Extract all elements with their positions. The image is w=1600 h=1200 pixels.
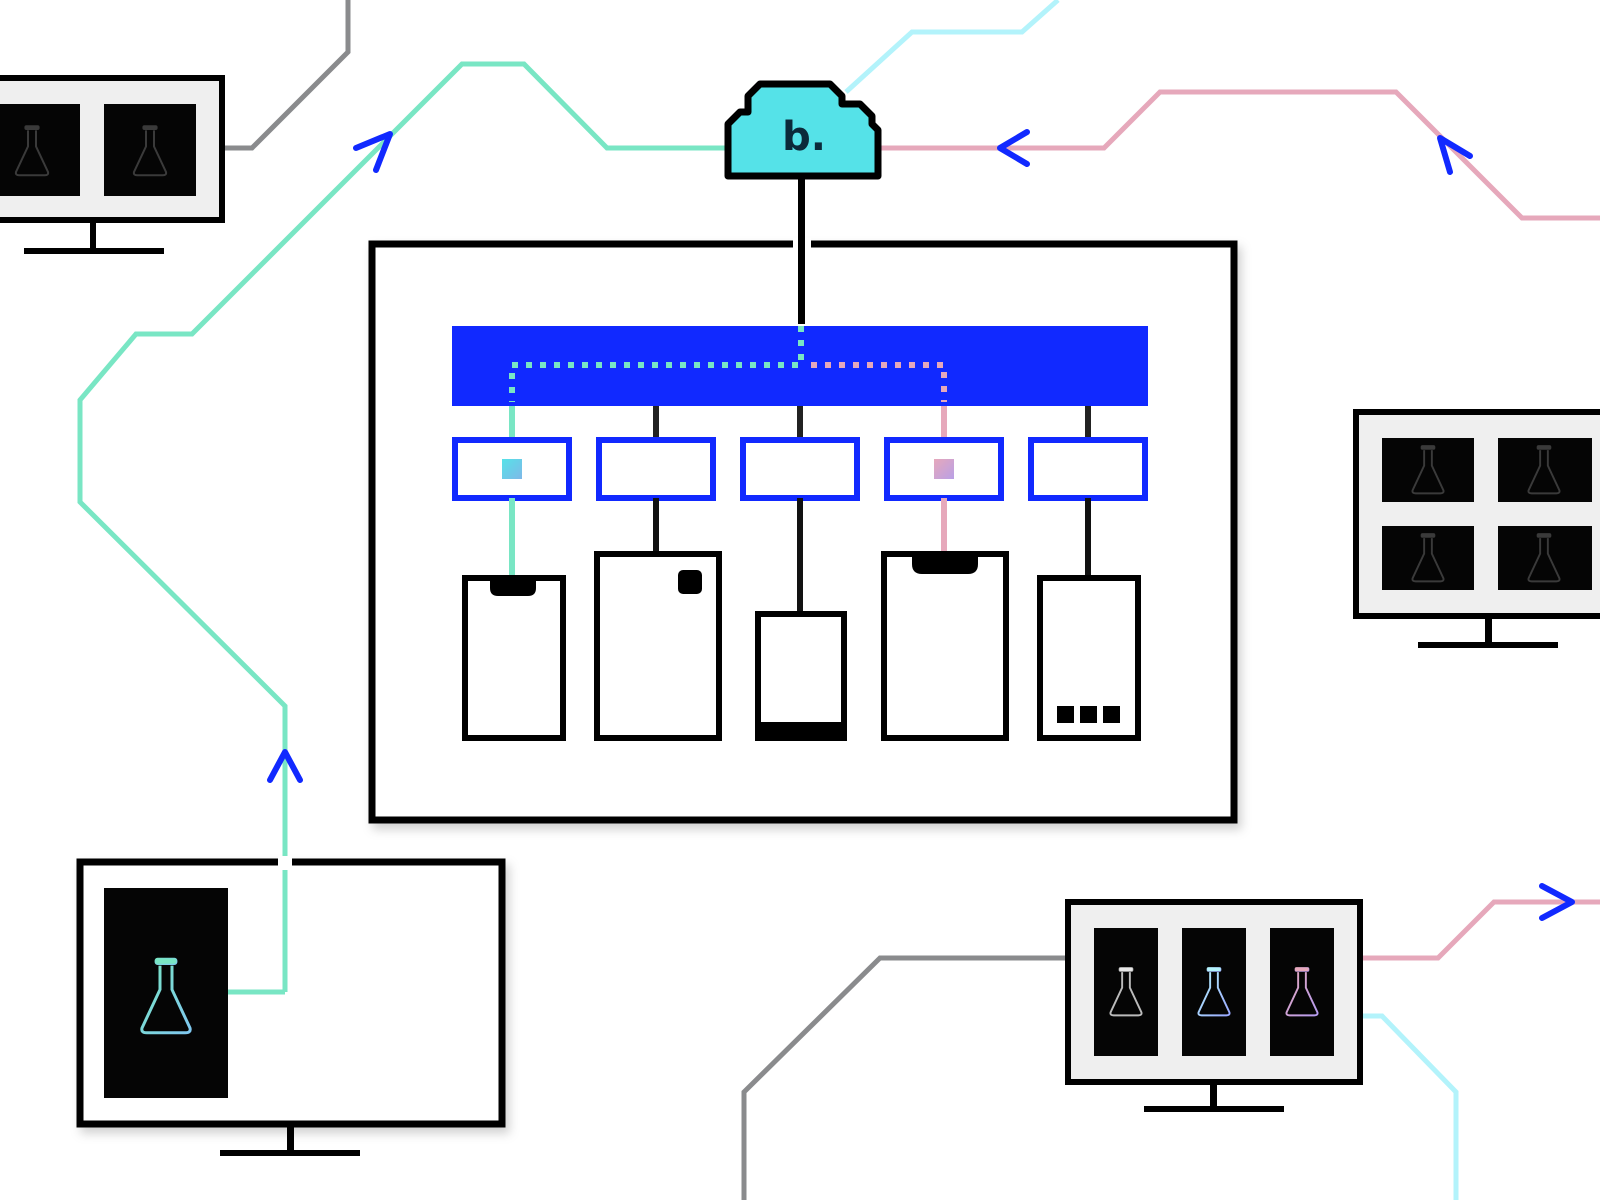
monitor-top-left [0, 75, 225, 254]
chevron-arrow-icon [267, 749, 303, 783]
dotted-route-teal [509, 326, 804, 402]
chevron-arrow-icon [997, 129, 1030, 167]
tablet-icon [594, 551, 722, 741]
monitor-right [1353, 409, 1600, 648]
device-with-dots-icon [1037, 575, 1141, 741]
cyan-link-cloud-top [844, 0, 1060, 94]
phone-icon [881, 551, 1009, 741]
hub-port-3 [740, 437, 860, 501]
connection-lines [77, 0, 1600, 1200]
port-indicator-pink [934, 459, 954, 479]
port-indicator-cyan [502, 459, 522, 479]
central-hub [368, 238, 1238, 824]
monitor-bottom-right [1065, 899, 1363, 1112]
pink-link-cloud [880, 89, 1600, 221]
cloud-label: b. [782, 114, 826, 160]
gray-link-top-left [224, 0, 351, 151]
pink-link-bottom-right [1334, 899, 1600, 961]
monitor-bottom-left [76, 856, 506, 1156]
hub-ports [452, 437, 1148, 501]
arrows [267, 129, 1575, 921]
small-device-icon [755, 611, 847, 741]
chevron-arrow-icon [1437, 135, 1473, 175]
hub-port-5 [1028, 437, 1148, 501]
cloud-icon: b. [724, 80, 882, 246]
chevron-arrow-icon [1539, 883, 1575, 921]
hub-port-2 [596, 437, 716, 501]
dotted-route-pink [811, 362, 947, 402]
chevron-arrow-icon [353, 131, 393, 173]
teal-link-main [77, 61, 725, 990]
phone-icon [462, 575, 566, 741]
gray-link-bottom [741, 955, 1092, 1200]
